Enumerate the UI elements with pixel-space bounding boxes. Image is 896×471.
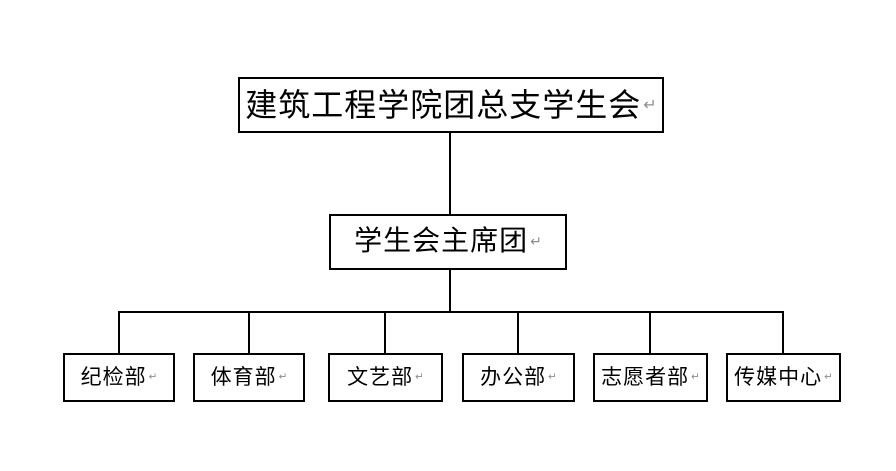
connector-stub-dept-6: [782, 311, 784, 355]
org-node-dept-arts[interactable]: 文艺部 ↵: [328, 353, 443, 402]
line-break-mark-icon: ↵: [278, 371, 288, 384]
org-node-dept-volunteer[interactable]: 志愿者部 ↵: [593, 353, 708, 402]
org-node-dept-label: 纪检部: [80, 365, 147, 389]
org-node-dept-office[interactable]: 办公部 ↵: [462, 353, 575, 402]
connector-bus: [118, 311, 784, 313]
connector-stub-dept-5: [649, 311, 651, 355]
connector-stub-dept-4: [517, 311, 519, 355]
org-node-dept-label: 传媒中心: [734, 365, 823, 389]
org-node-dept-discipline[interactable]: 纪检部 ↵: [63, 353, 175, 402]
connector-presidium-bus: [449, 269, 451, 312]
org-node-root[interactable]: 建筑工程学院团总支学生会 ↵: [238, 77, 664, 133]
org-node-dept-media[interactable]: 传媒中心 ↵: [726, 353, 841, 402]
connector-stub-dept-2: [248, 311, 250, 355]
line-break-mark-icon: ↵: [530, 234, 542, 250]
line-break-mark-icon: ↵: [643, 95, 657, 114]
org-node-presidium-label: 学生会主席团: [354, 226, 529, 257]
org-node-dept-label: 体育部: [210, 365, 277, 389]
line-break-mark-icon: ↵: [415, 371, 424, 384]
org-node-dept-label: 办公部: [480, 365, 547, 389]
org-node-dept-label: 志愿者部: [601, 365, 690, 389]
line-break-mark-icon: ↵: [824, 371, 833, 384]
org-node-dept-sports[interactable]: 体育部 ↵: [193, 353, 305, 402]
line-break-mark-icon: ↵: [691, 371, 700, 384]
org-node-dept-label: 文艺部: [347, 365, 414, 389]
line-break-mark-icon: ↵: [148, 371, 158, 384]
org-node-root-label: 建筑工程学院团总支学生会: [245, 87, 642, 123]
connector-stub-dept-3: [384, 311, 386, 355]
connector-stub-dept-1: [118, 311, 120, 355]
line-break-mark-icon: ↵: [548, 371, 557, 384]
org-node-presidium[interactable]: 学生会主席团 ↵: [329, 214, 567, 270]
connector-root-presidium: [449, 132, 451, 215]
